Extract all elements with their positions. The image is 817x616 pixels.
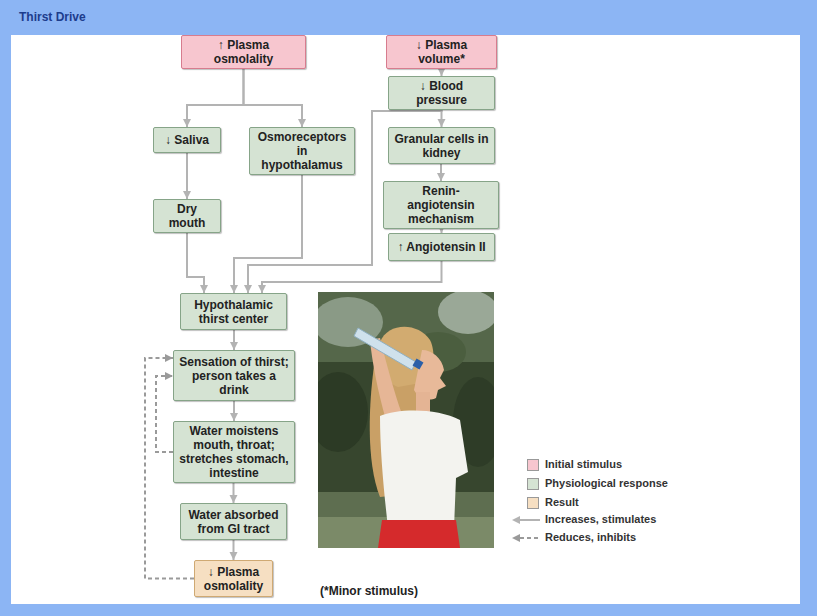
response-box: ↓ Saliva <box>153 127 221 153</box>
result-box: ↓ Plasma osmolality <box>194 560 273 597</box>
legend-text: Reduces, inhibits <box>545 531 636 543</box>
legend-text: Physiological response <box>545 477 668 489</box>
response-box: ↑ Angiotensin II <box>388 233 495 261</box>
inhibit-connector <box>156 376 173 452</box>
box-text: ↑ Plasma osmolality <box>187 38 300 66</box>
box-text: ↓ Saliva <box>165 133 209 147</box>
legend-arrow-sample <box>510 532 542 544</box>
stimulate-connector <box>441 110 443 127</box>
box-text: Water absorbed from GI tract <box>186 508 281 536</box>
response-box: Dry mouth <box>153 199 221 233</box>
stimulate-connector <box>262 261 442 293</box>
legend-swatch <box>527 459 539 471</box>
box-text: Granular cells in kidney <box>394 132 489 160</box>
box-text: ↓ Plasma volume* <box>392 38 491 66</box>
box-text: ↑ Angiotensin II <box>397 240 485 254</box>
stimulate-connector <box>233 483 235 503</box>
legend-arrow-sample <box>510 514 542 526</box>
legend-text: Result <box>545 496 579 508</box>
box-text: Dry mouth <box>159 202 215 230</box>
legend-swatch <box>527 497 539 509</box>
stimulate-connector <box>244 69 303 127</box>
box-text: ↓ Blood pressure <box>394 79 489 107</box>
legend-text: Increases, stimulates <box>545 513 656 525</box>
stimulate-connector <box>440 164 442 181</box>
response-box: Water moistens mouth, throat; stretches … <box>173 421 295 483</box>
legend-text: Initial stimulus <box>545 458 622 470</box>
box-text: Water moistens mouth, throat; stretches … <box>179 424 289 480</box>
footnote-label: (*Minor stimulus) <box>320 584 418 598</box>
box-text: Hypothalamic thirst center <box>186 298 281 326</box>
stimulate-connector <box>233 401 235 421</box>
box-text: Renin-angiotensin mechanism <box>389 184 493 226</box>
diagram-title: Thirst Drive <box>19 10 86 24</box>
stimulus-box: ↑ Plasma osmolality <box>181 35 306 69</box>
response-box: Hypothalamic thirst center <box>180 293 287 330</box>
photo-illustration <box>318 292 494 548</box>
response-box: ↓ Blood pressure <box>388 76 495 110</box>
box-text: ↓ Plasma osmolality <box>200 565 267 593</box>
stimulate-connector <box>233 330 235 350</box>
box-text: Osmoreceptors in hypothalamus <box>255 130 349 172</box>
stimulus-box: ↓ Plasma volume* <box>386 35 497 69</box>
box-text: Sensation of thirst; person takes a drin… <box>179 355 289 397</box>
stimulate-connector <box>187 233 204 293</box>
response-box: Sensation of thirst; person takes a drin… <box>173 350 295 401</box>
stimulate-connector <box>187 69 244 127</box>
stimulate-connector <box>186 153 188 199</box>
stimulate-connector <box>234 175 302 293</box>
legend-swatch <box>527 478 539 490</box>
response-box: Renin-angiotensin mechanism <box>383 181 499 229</box>
response-box: Granular cells in kidney <box>388 127 495 164</box>
response-box: Water absorbed from GI tract <box>180 503 287 540</box>
stimulate-connector <box>233 540 235 560</box>
stimulate-connector <box>441 69 443 76</box>
response-box: Osmoreceptors in hypothalamus <box>249 127 355 175</box>
